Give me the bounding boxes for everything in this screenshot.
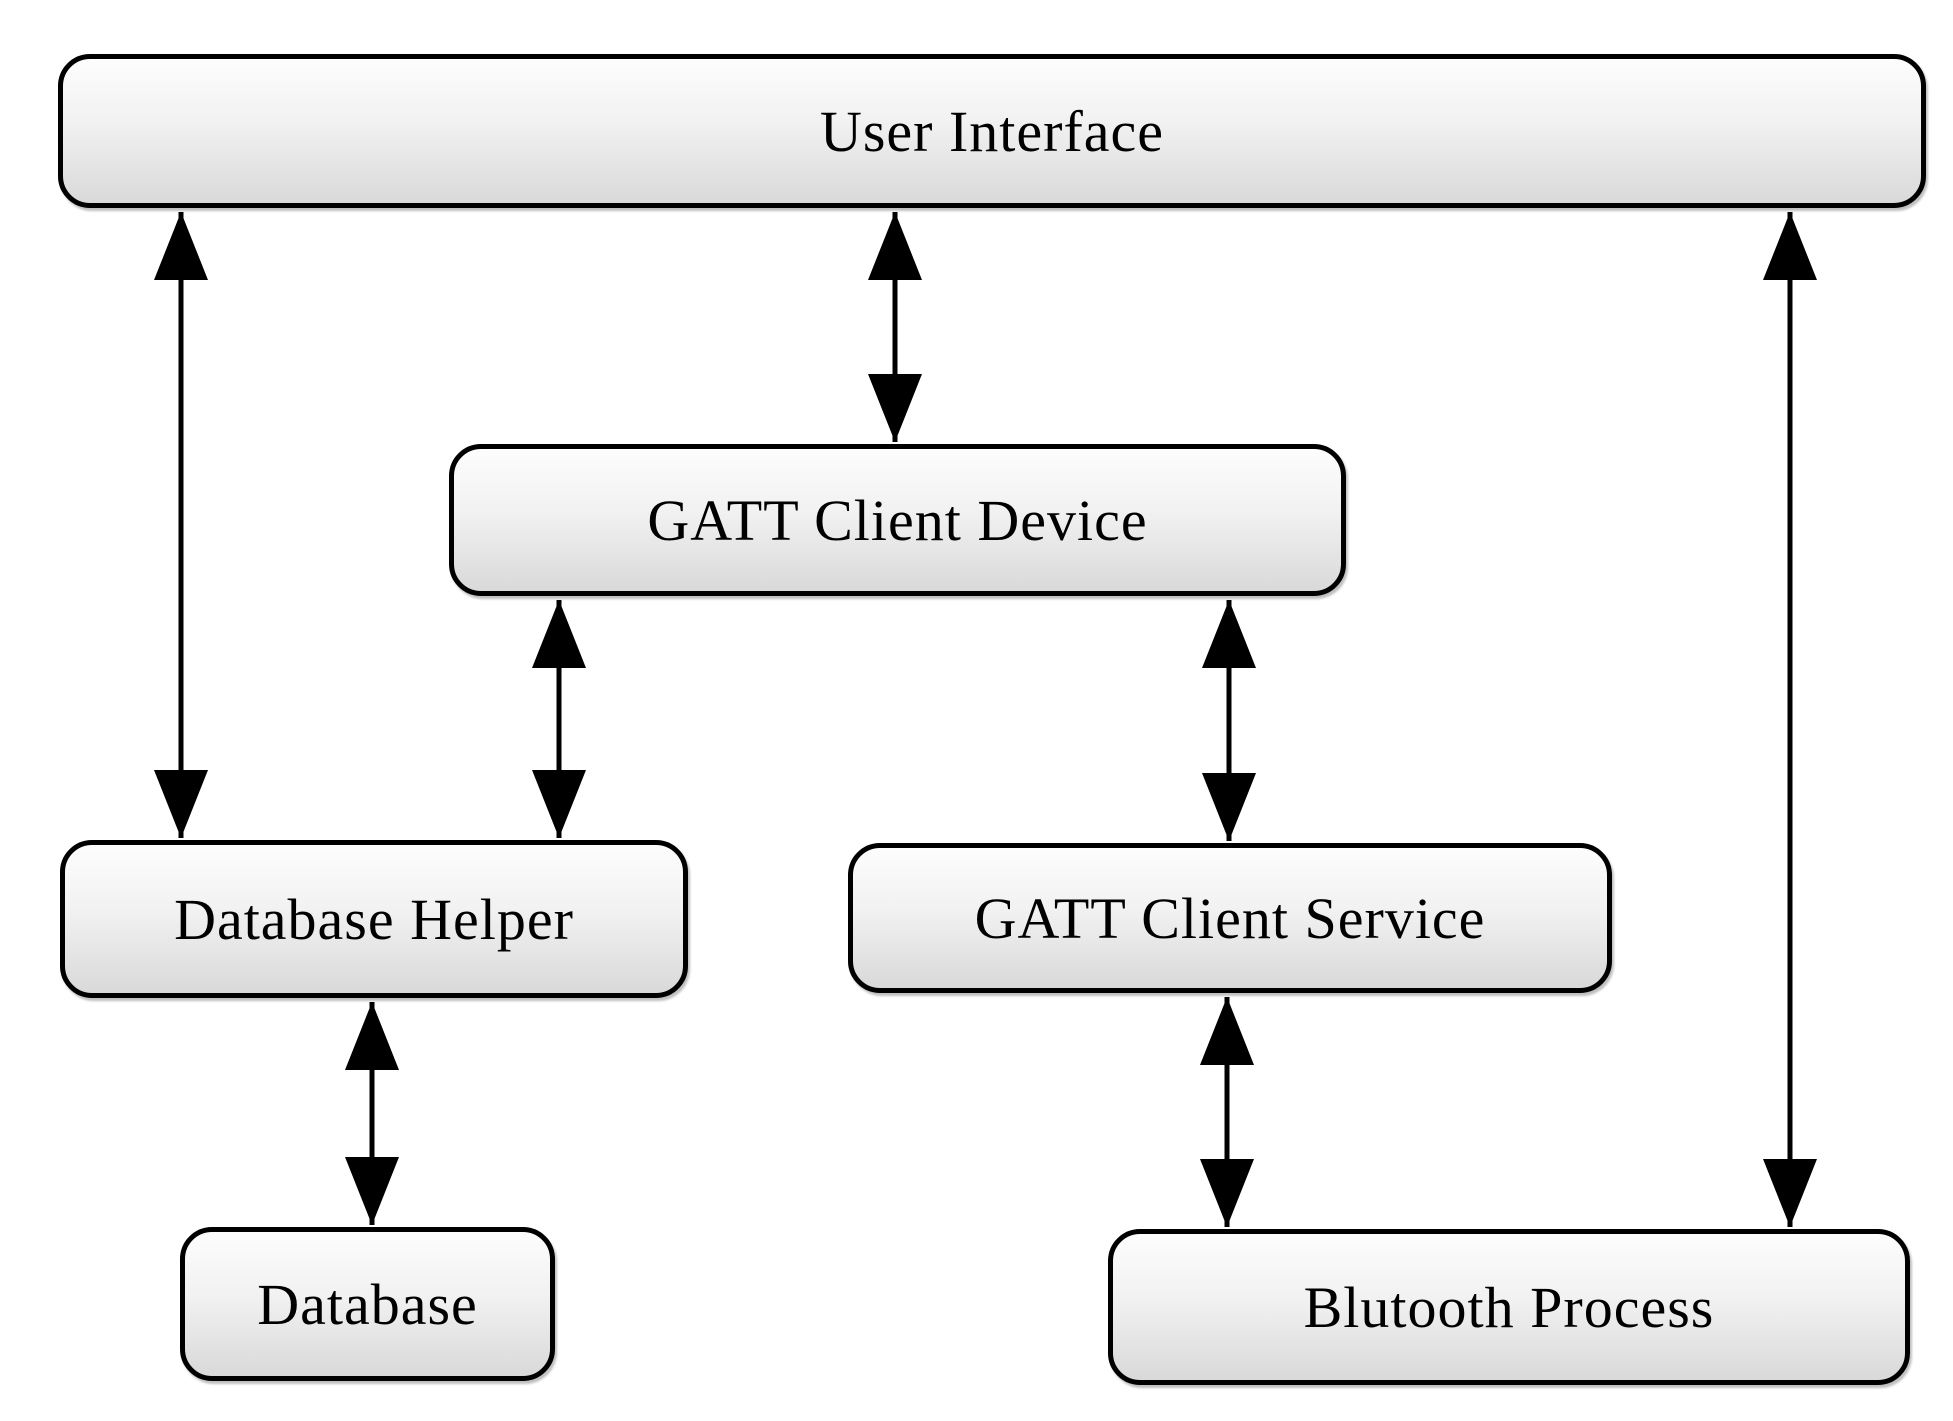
node-gatt-client-service-label: GATT Client Service [974, 885, 1486, 951]
node-database-helper: Database Helper [60, 840, 688, 998]
node-database: Database [180, 1227, 555, 1381]
node-database-helper-label: Database Helper [174, 886, 574, 952]
node-user-interface-label: User Interface [819, 98, 1165, 164]
node-user-interface: User Interface [58, 54, 1926, 208]
node-gatt-client-device-label: GATT Client Device [647, 487, 1148, 553]
node-gatt-client-service: GATT Client Service [848, 843, 1612, 993]
node-gatt-client-device: GATT Client Device [449, 444, 1346, 596]
node-blutooth-process-label: Blutooth Process [1303, 1274, 1715, 1340]
node-blutooth-process: Blutooth Process [1108, 1229, 1910, 1385]
node-database-label: Database [257, 1271, 478, 1337]
